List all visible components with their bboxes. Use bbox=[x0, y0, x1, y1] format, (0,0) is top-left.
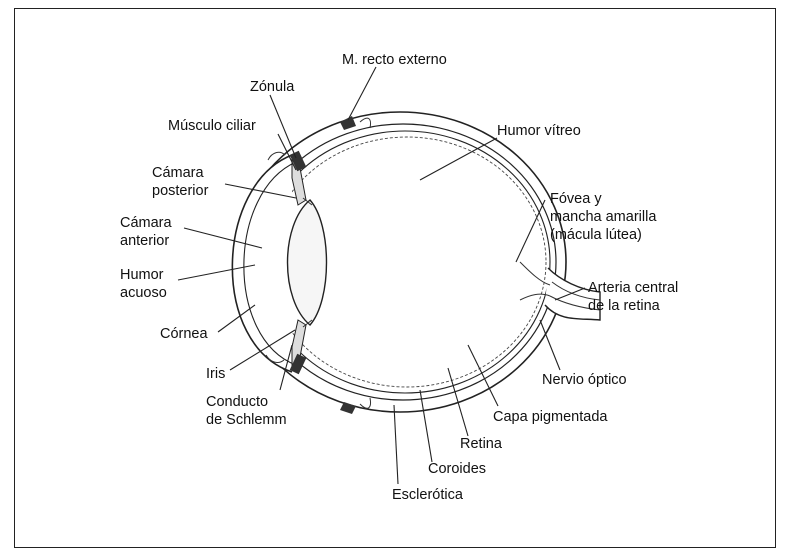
label-humor-vitreo: Humor vítreo bbox=[497, 123, 581, 139]
label-arteria-2: de la retina bbox=[588, 298, 661, 314]
label-humor-acuoso-1: Humor bbox=[120, 267, 164, 283]
label-conducto-2: de Schlemm bbox=[206, 412, 287, 428]
label-camara-posterior-1: Cámara bbox=[152, 165, 205, 181]
label-nervio-optico: Nervio óptico bbox=[542, 372, 627, 388]
label-coroides: Coroides bbox=[428, 461, 486, 477]
label-musculo-ciliar: Músculo ciliar bbox=[168, 118, 256, 134]
label-iris: Iris bbox=[206, 366, 225, 382]
label-retina: Retina bbox=[460, 436, 503, 452]
label-esclerotica: Esclerótica bbox=[392, 487, 464, 503]
label-camara-anterior-1: Cámara bbox=[120, 215, 173, 231]
eye-diagram: M. recto externo Zónula Humor vítreo Mús… bbox=[0, 0, 787, 533]
label-humor-acuoso-2: acuoso bbox=[120, 285, 167, 301]
label-m-recto-externo: M. recto externo bbox=[342, 52, 447, 68]
label-arteria-1: Arteria central bbox=[588, 280, 678, 296]
label-cornea: Córnea bbox=[160, 326, 208, 342]
label-capa-pigmentada: Capa pigmentada bbox=[493, 409, 608, 425]
label-camara-posterior-2: posterior bbox=[152, 183, 209, 199]
label-zonula: Zónula bbox=[250, 79, 295, 95]
label-fovea-3: (mácula lútea) bbox=[550, 227, 642, 243]
label-conducto-1: Conducto bbox=[206, 394, 268, 410]
label-fovea-1: Fóvea y bbox=[550, 191, 602, 207]
label-fovea-2: mancha amarilla bbox=[550, 209, 657, 225]
label-camara-anterior-2: anterior bbox=[120, 233, 169, 249]
eyeball bbox=[232, 112, 600, 414]
